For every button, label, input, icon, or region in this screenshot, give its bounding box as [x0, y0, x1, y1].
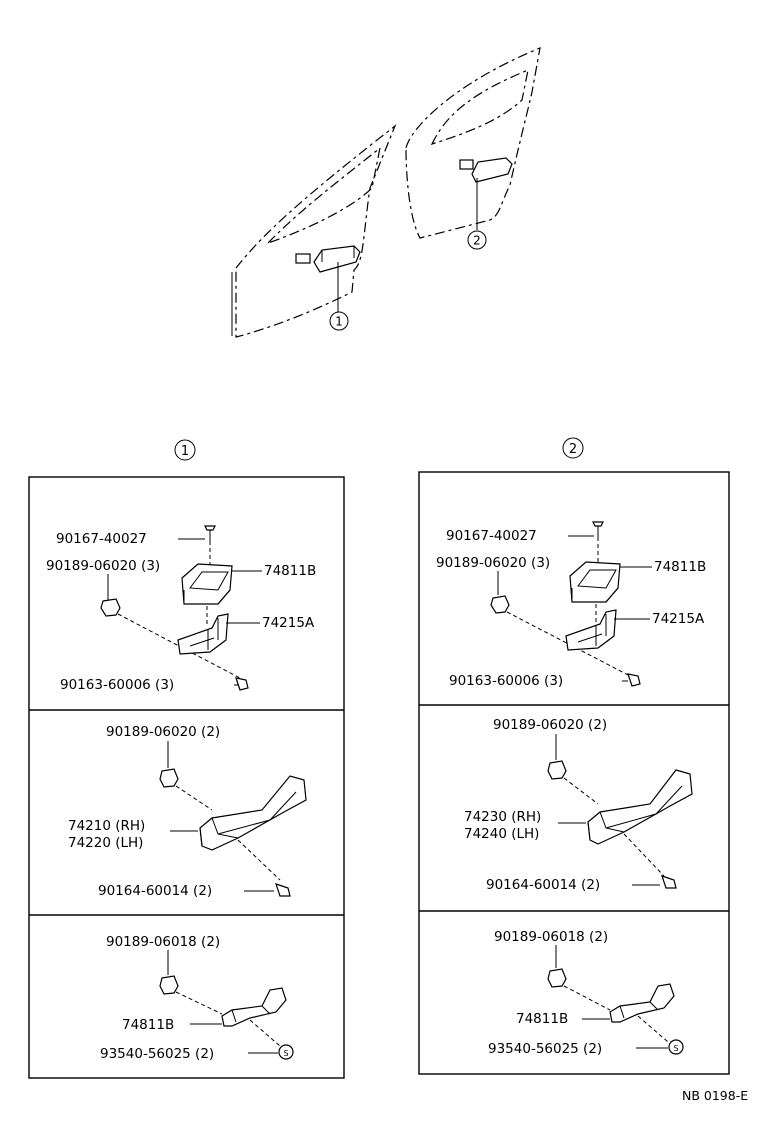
g1-armrest-lh-label: 74220 (LH) — [68, 835, 143, 851]
g1-armrest-section: 90189-06020 (2) 74210 (RH) 74220 (LH) 90… — [68, 724, 307, 899]
callout-1-header: 1 — [174, 439, 196, 461]
diagram-code: NB 0198-E — [682, 1088, 748, 1103]
g1-switch-section: 90167-40027 90189-06020 (3) 74811B 74215… — [46, 525, 316, 693]
g1-pull-shape — [221, 987, 287, 1027]
g1-armrest-shape — [199, 775, 307, 851]
g2-switch-bracket-label: 74215A — [652, 611, 705, 627]
callout-2-top-label: 2 — [473, 234, 481, 248]
g2-pull-section: 90189-06018 (2) 74811B 93540-56025 (2) S — [488, 929, 684, 1057]
g1-switch-screw2-label: 90163-60006 (3) — [60, 677, 174, 693]
g2-pull-shape — [609, 983, 675, 1023]
g2-switch-bezel-label: 74811B — [654, 559, 706, 575]
g2-armrest-screw-label: 90164-60014 (2) — [486, 877, 600, 893]
g1-armrest-clip-label: 90189-06020 (2) — [106, 724, 220, 740]
g2-switch-screw-label: 90167-40027 — [446, 528, 537, 544]
g1-pull-cap-label: 93540-56025 (2) — [100, 1046, 214, 1062]
g1-armrest-rh-label: 74210 (RH) — [68, 818, 145, 834]
g1-pull-clip-label: 90189-06018 (2) — [106, 934, 220, 950]
g1-switch-bezel-shape — [181, 563, 233, 605]
g1-switch-bracket-shape — [177, 613, 229, 655]
g2-armrest-lh-label: 74240 (LH) — [464, 826, 539, 842]
g2-switch-bracket-shape — [565, 609, 617, 651]
g2-cap-mark: S — [673, 1044, 678, 1053]
g2-armrest-section: 90189-06020 (2) 74230 (RH) 74240 (LH) 90… — [464, 717, 693, 893]
group-2-box — [418, 471, 730, 1075]
g2-switch-bezel-shape — [569, 561, 621, 603]
callout-2-header: 2 — [562, 437, 584, 459]
callout-2-top: 2 — [467, 230, 487, 250]
g2-armrest-rh-label: 74230 (RH) — [464, 809, 541, 825]
group-1-box — [28, 476, 345, 1079]
front-door-switch — [295, 245, 361, 312]
g2-armrest-shape — [587, 769, 693, 845]
g2-switch-clip-label: 90189-06020 (3) — [436, 555, 550, 571]
g2-switch-section: 90167-40027 90189-06020 (3) 74811B 74215… — [436, 521, 706, 689]
g1-armrest-screw-label: 90164-60014 (2) — [98, 883, 212, 899]
g1-pull-part-label: 74811B — [122, 1017, 174, 1033]
rear-door-switch — [459, 157, 513, 230]
g1-switch-clip-label: 90189-06020 (3) — [46, 558, 160, 574]
g2-armrest-clip-label: 90189-06020 (2) — [493, 717, 607, 733]
g1-switch-screw-label: 90167-40027 — [56, 531, 147, 547]
g2-switch-screw2-label: 90163-60006 (3) — [449, 673, 563, 689]
callout-1-top-label: 1 — [335, 315, 343, 329]
callout-1-top: 1 — [329, 311, 349, 331]
callout-1-header-label: 1 — [181, 444, 189, 459]
g1-switch-bracket-label: 74215A — [262, 615, 315, 631]
front-door-outline — [231, 124, 397, 338]
rear-door-outline — [405, 47, 541, 239]
g1-cap-mark: S — [283, 1049, 288, 1058]
g1-pull-section: 90189-06018 (2) 74811B 93540-56025 (2) S — [100, 934, 294, 1062]
g2-pull-part-label: 74811B — [516, 1011, 568, 1027]
g1-switch-bezel-label: 74811B — [264, 563, 316, 579]
callout-2-header-label: 2 — [569, 442, 577, 457]
g2-pull-cap-label: 93540-56025 (2) — [488, 1041, 602, 1057]
g2-pull-clip-label: 90189-06018 (2) — [494, 929, 608, 945]
